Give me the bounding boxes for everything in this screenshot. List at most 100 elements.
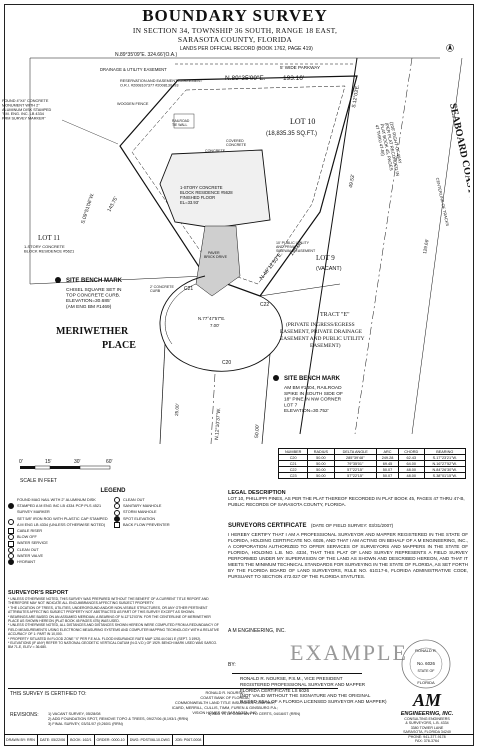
cable-riser-icon	[8, 528, 14, 535]
curve-c21: C21	[184, 286, 193, 292]
footer-order: ORDER: 0000-10	[95, 735, 128, 746]
footer-book: BOOK: 162/1	[68, 735, 95, 746]
found-mag-nail-icon	[8, 503, 14, 510]
distance-25: 25.00'	[174, 403, 180, 416]
curve-c22: C22	[260, 302, 269, 308]
lot10-label: LOT 10	[290, 117, 315, 126]
revision-4: 4) ADD TITLE COMPANY TO CERTS, 04/16/07 …	[208, 712, 301, 716]
bench-mark-2-desc: AM BM #1404, RAILROAD SPIKE IN SOUTH SID…	[284, 385, 344, 414]
scale-tick-15: 15'	[45, 459, 52, 465]
railroad-desc: (100' RIGHT-OF-WAY (PER PLAT RECORDED IN…	[374, 121, 405, 179]
blow-off-icon	[8, 534, 14, 541]
example-watermark: EXAMPLE	[290, 640, 408, 665]
bench-mark-2-icon	[273, 375, 279, 381]
found-monument-note: FOUND 4"X4" CONCRETE MONUMENT WITH 2" AL…	[2, 99, 52, 121]
storm-manhole-icon	[114, 509, 120, 516]
west-bearing: S.09°51'06"W.	[80, 192, 96, 224]
legend-item: SET 5/8" IRON ROD WITH PLASTIC CAP STAMP…	[8, 516, 108, 528]
meriwether-bearing: N.77°47'57"E.	[198, 316, 225, 321]
lot-line-bearing: N.46°12'53"E.	[259, 251, 284, 281]
svg-text:RONALD R.: RONALD R.	[415, 648, 437, 653]
survey-sheet	[4, 4, 474, 746]
public-ingress: 10' PUBLIC UTILITY AND PRIVATE SIDEWALK …	[276, 241, 316, 253]
report-item: * BEARINGS ARE BASED ON AN ASSUMED MERID…	[8, 614, 211, 624]
revisions-title: REVISIONS:	[10, 712, 39, 718]
bench-mark-2-title: SITE BENCH MARK	[284, 376, 341, 382]
report-item: * UNLESS OTHERWISE NOTED, ALL DISTANCES …	[8, 623, 220, 637]
report-item: * ELEVATIONS (IF ANY) REFER TO NATIONAL …	[8, 641, 218, 650]
report-item: * THE LOCATION OF TREES, UTILITIES, UNDE…	[8, 605, 208, 615]
side-bearing: S.12°03'E.	[351, 84, 361, 108]
side-dist-b: 129.66'	[422, 238, 430, 254]
legend-item: CLEAN OUT	[114, 497, 214, 504]
iron-rod-icon	[8, 518, 14, 525]
spot-elevation-icon	[114, 515, 120, 522]
footer-date: DATE: 05/22/06	[38, 735, 69, 746]
firm-name: ENGINEERING, INC.	[400, 711, 454, 717]
wide-parkway: 5' WIDE PARKWAY	[280, 65, 320, 70]
bench-mark-1-title: SITE BENCH MARK	[66, 278, 123, 284]
legal-title: LEGAL DESCRIPTION	[228, 490, 286, 496]
scale-tick-0: 0'	[19, 459, 23, 465]
page-title: BOUNDARY SURVEY	[142, 6, 328, 25]
legend-item: CLEAN OUT	[8, 546, 108, 553]
north-bearing: N.89°35'09"E. 324.66'(O.A.)	[115, 52, 177, 58]
footer-drawn-by: DRAWN BY: RRN	[4, 735, 38, 746]
tract-e-title: TRACT "E"	[320, 312, 350, 318]
legend-item: STORM MANHOLE	[114, 509, 214, 516]
west-distance: 143.75'	[106, 196, 119, 213]
lot9-label: LOT 9	[316, 254, 335, 262]
legal-text: LOT 10, PHILLIPPI PINES, AS PER THE PLAT…	[228, 496, 465, 507]
legend-item: CABLE RISER	[8, 528, 108, 535]
subtitle-line1: IN SECTION 34, TOWNSHIP 36 SOUTH, RANGE …	[132, 26, 338, 35]
street-name-1: MERIWETHER	[56, 326, 129, 337]
lot10-area: (18,835.35 SQ.FT.)	[266, 131, 317, 137]
sanitary-manhole-icon	[114, 503, 120, 510]
scale-label: SCALE IN FEET	[20, 478, 57, 484]
legend-item: SANITARY MANHOLE	[114, 503, 214, 510]
reservation-agreement: RESERVATION AND EASEMENT AGREEMENT O.R.I…	[120, 79, 203, 88]
firm-logo: AM	[412, 690, 441, 710]
legend-item: FOUND MAG NAIL WITH 2" ALUMINUM DISK STA…	[8, 497, 108, 516]
street-name-2: PLACE	[102, 340, 136, 351]
lot9-sub: (VACANT)	[316, 266, 342, 272]
footer-job: JOB: P06T-0008	[173, 735, 205, 746]
certified-to: THIS SURVEY IS CERTIFIED TO: RONALD R. N…	[8, 688, 338, 722]
bench-mark-1-desc: CHISEL SQUARE SET IN TOP CONCRETE CURB. …	[66, 287, 123, 310]
wooden-fence: WOODEN FENCE	[117, 102, 149, 106]
side-dist-a: 49.53'	[348, 174, 356, 188]
firm-block: AM ENGINEERING, INC. CONSULTING ENGINEER…	[382, 690, 472, 743]
back-flow-preventer-icon	[114, 521, 120, 528]
report-item: * UNLESS OTHERWISE NOTED, THIS SURVEY WA…	[8, 597, 209, 606]
drainage-easement: DRAINAGE & UTILITY EASEMENT	[100, 67, 167, 72]
surveyors-report: SURVEYOR'S REPORT * UNLESS OTHERWISE NOT…	[8, 590, 220, 662]
meriwether-distance: 7.00'	[210, 323, 220, 328]
legend-title: LEGEND	[100, 488, 126, 494]
clean-out-icon	[8, 546, 14, 553]
curve-c20: C20	[222, 360, 231, 366]
legend-item: SPOT ELEVATION	[114, 515, 214, 522]
report-title: SURVEYOR'S REPORT	[8, 590, 69, 596]
footer-dwg: DWG: PDST06L10.DWG	[128, 735, 173, 746]
curve-table: NUMBER RADIUS DELTA ANGLE ARC CHORD BEAR…	[277, 448, 467, 479]
certificate-title: SURVEYORS CERTIFICATE	[228, 523, 307, 529]
legend-item: BACK FLOW PREVENTER	[114, 521, 214, 528]
scale-tick-30: 30'	[74, 459, 81, 465]
surveyors-certificate: SURVEYORS CERTIFICATE (DATE OF FIELD SUR…	[228, 514, 468, 580]
bench-mark-1-icon	[55, 277, 61, 283]
centerline-tracks: CENTERLINE OF TRACKS	[435, 177, 450, 227]
subtitle-line2: SARASOTA COUNTY, FLORIDA	[177, 35, 293, 44]
signature-block: RONALD R. NOURSE, P.S.M., VICE PRESIDENT…	[240, 676, 387, 705]
lot10-bearing: N.89°35'09"E.	[225, 74, 266, 82]
footer-bar: DRAWN BY: RRN DATE: 05/22/06 BOOK: 162/1…	[4, 734, 474, 746]
signature-line	[232, 666, 362, 674]
clean-out-icon	[114, 497, 120, 504]
table-header-row: NUMBER RADIUS DELTA ANGLE ARC CHORD BEAR…	[277, 448, 467, 455]
report-item: * PROPERTY SITUATED IN FLOOD ZONE "X" PE…	[8, 636, 202, 641]
certificate-date: (DATE OF FIELD SURVEY: 03/31/2007)	[310, 523, 394, 528]
railroad-name: SEABOARD COAST LINE RAILROAD	[447, 102, 470, 277]
